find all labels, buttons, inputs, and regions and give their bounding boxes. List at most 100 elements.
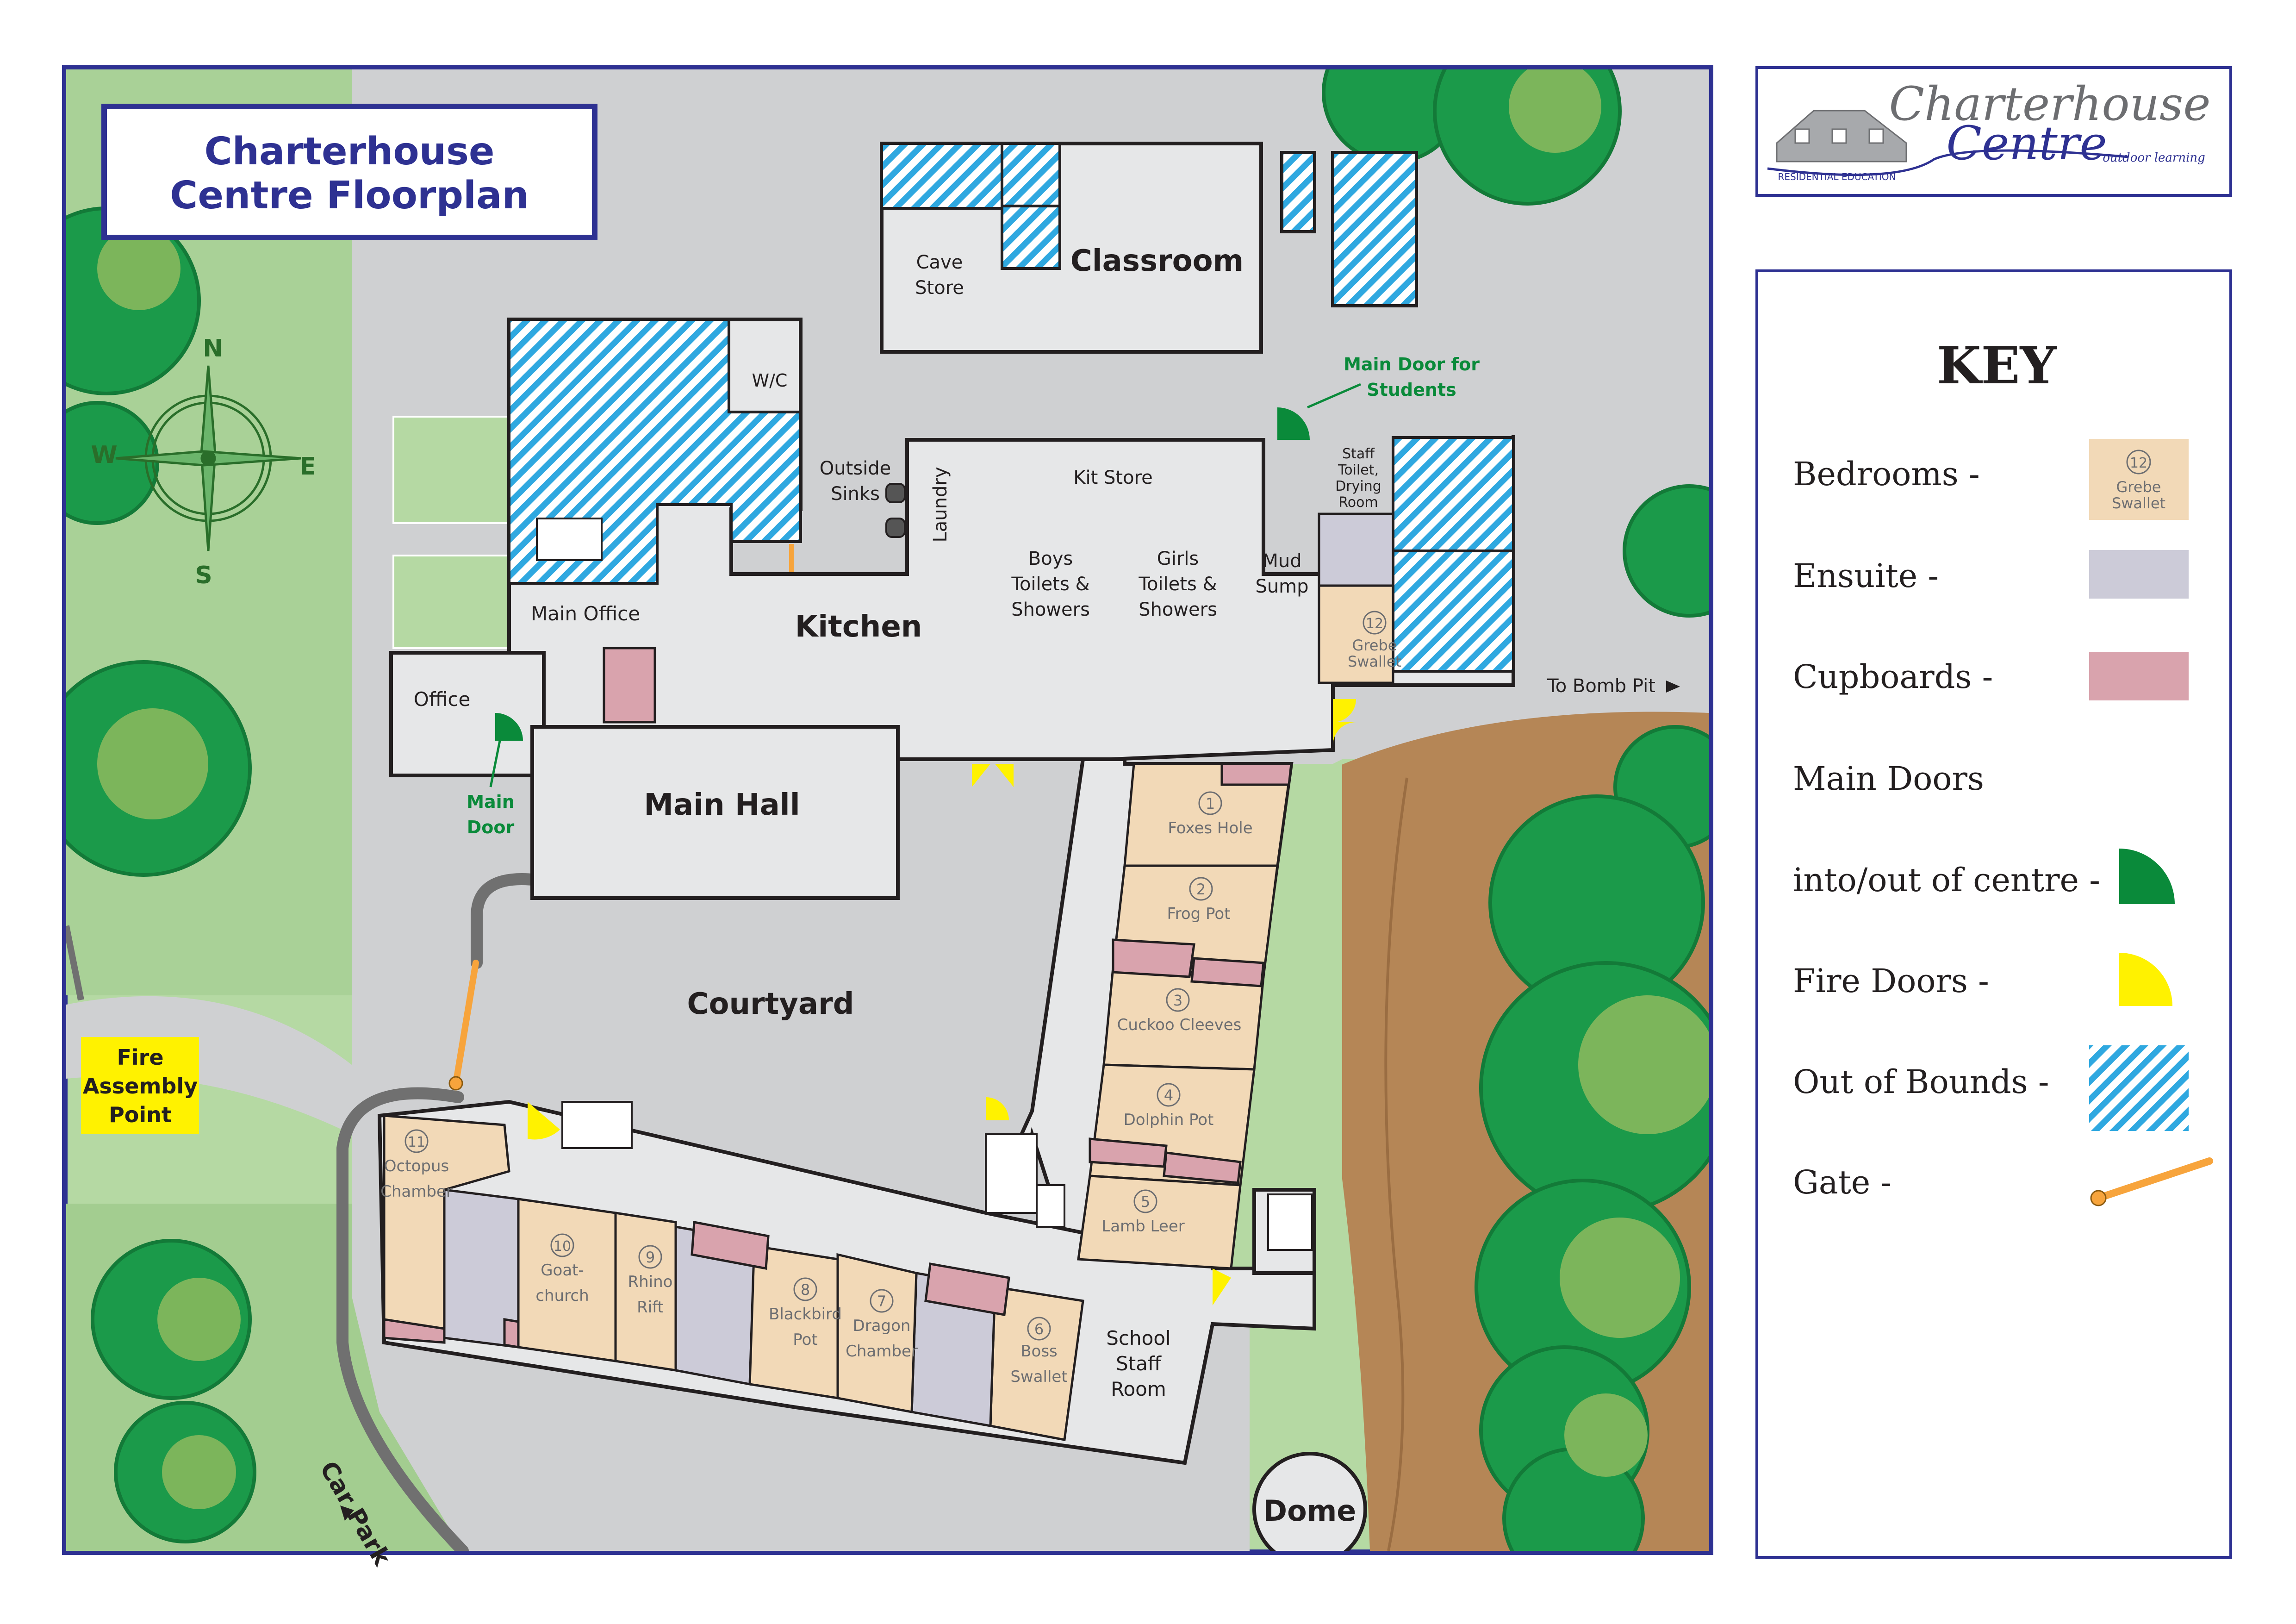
compass	[115, 365, 301, 551]
courtyard-area	[509, 773, 1078, 1213]
svg-text:2: 2	[1196, 881, 1206, 898]
svg-text:Chamber: Chamber	[846, 1342, 918, 1361]
svg-text:Chamber: Chamber	[380, 1182, 453, 1201]
room-outside-sinks-2: Sinks	[831, 483, 880, 505]
key-swatch-bedroom: 12 Grebe Swallet	[2089, 439, 2189, 520]
svg-text:12: 12	[1366, 616, 1383, 632]
room-girls-1: Girls	[1157, 548, 1199, 569]
svg-text:Blackbird: Blackbird	[769, 1305, 842, 1324]
key-title: KEY	[1937, 336, 2057, 395]
svg-text:Swallet: Swallet	[2112, 494, 2165, 512]
svg-text:Rhino: Rhino	[628, 1273, 673, 1291]
bedroom-7: 7 Dragon Chamber	[846, 1289, 918, 1361]
key-label-ensuite: Ensuite -	[1793, 557, 1939, 595]
stairs	[536, 518, 1313, 1251]
arrow-car-park-icon	[340, 1505, 354, 1521]
svg-text:6: 6	[1034, 1320, 1044, 1338]
svg-text:Grebe: Grebe	[1352, 637, 1397, 654]
room-boys-1: Boys	[1028, 548, 1073, 569]
svg-text:3: 3	[1173, 992, 1182, 1009]
svg-text:8: 8	[801, 1281, 810, 1299]
key-swatch-cupboard	[2089, 652, 2189, 700]
label-main-door-2: Door	[467, 817, 515, 837]
house-logo-icon	[1776, 110, 1907, 162]
compass-east: E	[299, 453, 316, 481]
room-dome: Dome	[1263, 1494, 1356, 1528]
svg-text:Frog Pot: Frog Pot	[1167, 905, 1231, 923]
room-staff-1: Staff	[1342, 446, 1375, 462]
room-staff-2: Toilet,	[1338, 462, 1379, 478]
logo-tagline-right: outdoor learning	[2103, 151, 2205, 165]
room-courtyard: Courtyard	[687, 987, 854, 1021]
bedroom-11: 11 Octopus Chamber	[380, 1129, 453, 1201]
logo-name-line1: Charterhouse	[1889, 77, 2210, 131]
svg-text:5: 5	[1141, 1193, 1150, 1211]
room-school-staff-3: Room	[1111, 1378, 1166, 1400]
logo-box: Charterhouse Centre RESIDENTIAL EDUCATIO…	[1755, 66, 2232, 197]
trees	[66, 69, 1709, 1551]
svg-text:Cuckoo Cleeves: Cuckoo Cleeves	[1117, 1016, 1242, 1034]
svg-text:church: church	[535, 1287, 589, 1305]
bedroom-2: 2 Frog Pot	[1167, 877, 1231, 923]
bedroom-9: 9 Rhino Rift	[628, 1245, 673, 1317]
room-staff-3: Drying	[1335, 478, 1381, 494]
room-mud-1: Mud	[1262, 550, 1301, 572]
bedroom-8: 8 Blackbird Pot	[769, 1277, 842, 1349]
bedroom-12: 12 Grebe Swallet	[1348, 611, 1401, 670]
outside-sinks-fixtures	[885, 483, 906, 538]
label-to-bomb-pit: To Bomb Pit	[1547, 675, 1655, 697]
room-office: Office	[414, 688, 471, 711]
svg-text:Dragon: Dragon	[853, 1317, 911, 1335]
room-kitchen: Kitchen	[795, 610, 922, 644]
svg-text:9: 9	[646, 1249, 655, 1266]
label-main-door-students-2: Students	[1367, 380, 1456, 400]
label-fire-assembly-2: Assembly	[83, 1074, 198, 1099]
bedroom-3: 3 Cuckoo Cleeves	[1117, 988, 1242, 1034]
bedroom-labels: 1 Foxes Hole 2 Frog Pot 3 Cuckoo Cleeves…	[380, 611, 1401, 1386]
compass-west: W	[91, 441, 117, 469]
svg-text:4: 4	[1164, 1087, 1173, 1104]
compass-north: N	[203, 335, 223, 362]
room-cave-store-2: Store	[915, 277, 964, 299]
label-main-door-students-1: Main Door for	[1344, 354, 1480, 375]
key-legend: KEY Bedrooms - Ensuite - Cupboards - Mai…	[1793, 336, 2213, 1206]
svg-text:1: 1	[1206, 795, 1215, 812]
compass-south: S	[195, 562, 212, 589]
logo-tagline-left: RESIDENTIAL EDUCATION	[1778, 171, 1896, 182]
room-school-staff-2: Staff	[1116, 1352, 1162, 1375]
svg-text:Swallet: Swallet	[1010, 1368, 1067, 1386]
room-staff-4: Room	[1338, 494, 1378, 511]
key-label-into-out: into/out of centre -	[1793, 861, 2100, 899]
bedroom-5: 5 Lamb Leer	[1101, 1189, 1185, 1236]
room-laundry: Laundry	[930, 467, 951, 542]
label-fire-assembly-1: Fire	[117, 1045, 163, 1070]
svg-text:Grebe: Grebe	[2116, 478, 2161, 496]
gate	[453, 960, 479, 1087]
svg-text:Boss: Boss	[1020, 1342, 1058, 1361]
room-fills	[383, 512, 1394, 1441]
key-swatch-ensuite	[2089, 550, 2189, 599]
room-main-hall: Main Hall	[644, 788, 800, 822]
svg-text:Dolphin Pot: Dolphin Pot	[1124, 1111, 1214, 1129]
key-label-out-of-bounds: Out of Bounds -	[1793, 1063, 2049, 1101]
bedroom-1: 1 Foxes Hole	[1168, 791, 1253, 837]
room-boys-2: Toilets &	[1011, 574, 1089, 595]
key-fire-door-icon	[2119, 953, 2172, 1006]
svg-text:10: 10	[554, 1238, 571, 1255]
bedroom-6: 6 Boss Swallet	[1010, 1317, 1068, 1386]
svg-text:Foxes Hole: Foxes Hole	[1168, 819, 1252, 837]
title-box	[101, 104, 597, 240]
label-fire-assembly-3: Point	[109, 1102, 172, 1127]
room-girls-2: Toilets &	[1138, 574, 1217, 595]
room-boys-3: Showers	[1011, 599, 1090, 620]
svg-text:7: 7	[877, 1293, 886, 1310]
out-of-bounds-areas	[508, 142, 1515, 673]
room-outside-sinks-1: Outside	[820, 458, 891, 479]
fire-assembly-point	[81, 1037, 199, 1134]
arrow-right-icon	[1666, 681, 1680, 693]
svg-text:Octopus: Octopus	[384, 1157, 449, 1175]
key-label-gate: Gate -	[1793, 1163, 1892, 1201]
key-label-fire-doors: Fire Doors -	[1793, 962, 1989, 1000]
logo-name-line2: Centre	[1946, 116, 2107, 170]
